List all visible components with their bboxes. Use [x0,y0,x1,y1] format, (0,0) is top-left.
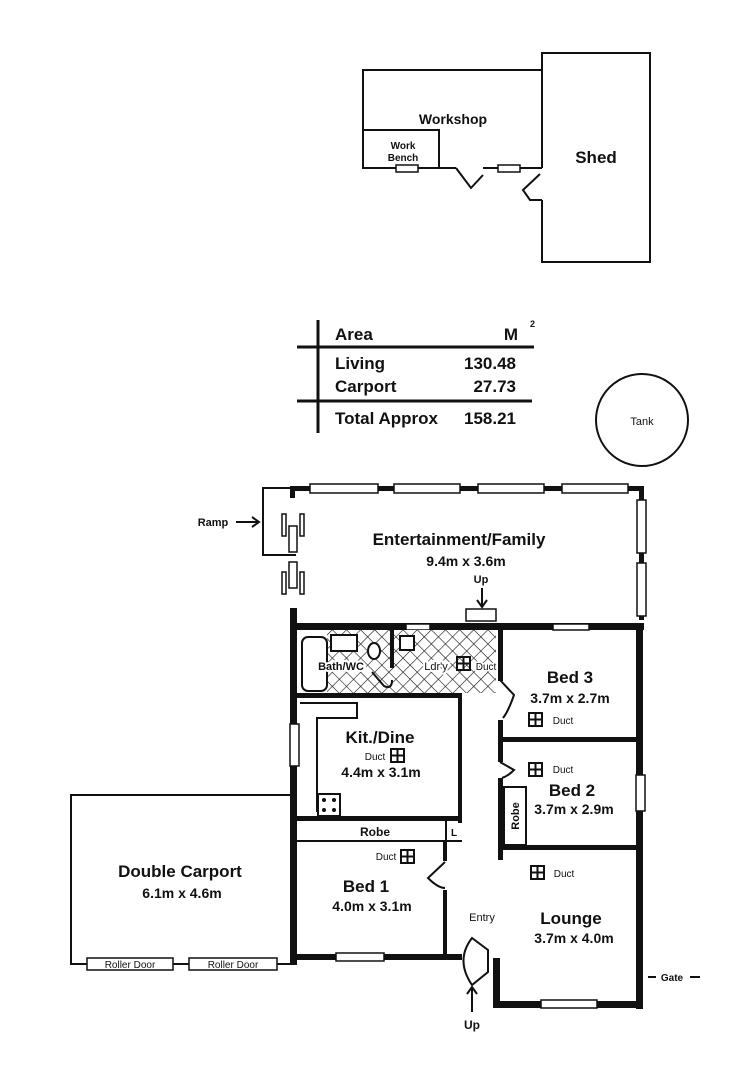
carport-name: Double Carport [118,862,242,881]
up-label-bottom: Up [464,1018,480,1032]
work-bench-label-2: Bench [388,153,419,164]
entertainment-name: Entertainment/Family [373,530,546,549]
duct-icon [390,748,405,763]
lounge-size: 3.7m x 4.0m [534,930,613,946]
shed: Shed [521,52,651,263]
trough [399,635,415,651]
duct-label: Duct [476,662,497,673]
bed3-name: Bed 3 [547,668,593,687]
area-total-value: 158.21 [464,409,516,428]
area-row-label: Carport [335,377,397,396]
arrows [236,516,700,1012]
vanity [330,634,358,652]
doors [371,671,516,987]
area-row-value: 27.73 [473,377,516,396]
bath-tub [301,636,328,692]
bed3-size: 3.7m x 2.7m [530,690,609,706]
tank-label: Tank [630,416,654,428]
duct-icon [400,849,415,864]
up-step [465,608,497,622]
duct-icon [528,712,543,727]
area-total-label: Total Approx [335,409,438,428]
door-swing [455,167,484,190]
carport-size: 6.1m x 4.6m [142,885,221,901]
area-header-unit-sup: 2 [530,319,535,329]
area-row-value: 130.48 [464,354,516,373]
duct-icon [528,762,543,777]
entry-label: Entry [469,912,495,924]
cooktop [317,793,341,817]
kitchen-size: 4.4m x 3.1m [341,764,420,780]
roller-door-label: Roller Door [105,960,156,971]
robe-bed2-label: Robe [510,802,522,830]
lounge-name: Lounge [540,909,601,928]
duct-label: Duct [553,765,574,776]
windows [289,483,647,1009]
bed2-name: Bed 2 [549,781,595,800]
door-swing [521,173,542,201]
bed2-size: 3.7m x 2.9m [534,801,613,817]
gate-label: Gate [661,973,684,984]
roller-door [188,957,278,971]
area-row-label: Living [335,354,385,373]
duct-label: Duct [554,869,575,880]
kitchen-name: Kit./Dine [346,728,415,747]
duct-label: Duct [553,716,574,727]
toilet [367,642,381,660]
ramp-markers [281,513,305,595]
work-bench-label-1: Work [391,141,416,152]
robe-bed2 [503,786,527,846]
shed-label: Shed [575,148,617,167]
window [497,164,521,173]
workshop-label: Workshop [419,111,487,127]
house-walls [262,486,644,1009]
roller-door [86,957,174,971]
duct-icon [456,656,471,671]
area-header-unit: M [504,325,518,344]
entertainment-size: 9.4m x 3.6m [426,553,505,569]
duct-label: Duct [365,752,386,763]
duct-label: Duct [376,852,397,863]
bed1-size: 4.0m x 3.1m [332,898,411,914]
window [395,164,419,173]
roller-door-label: Roller Door [208,960,259,971]
up-label-top: Up [474,574,489,586]
workshop: Workshop Work Bench [362,69,542,190]
area-table: Area M 2 Living 130.48 Carport 27.73 Tot… [297,319,535,433]
carport [70,794,290,971]
duct-icons [390,656,545,880]
ramp-label: Ramp [198,517,229,529]
tank: Tank [595,373,689,467]
duct-icon [530,865,545,880]
area-header-label: Area [335,325,373,344]
bath-label: Bath/WC [318,661,364,673]
robe-label: Robe [360,825,390,839]
bed1-name: Bed 1 [343,877,389,896]
laundry-label: Ldr'y [424,661,448,673]
linen-label: L [451,828,457,839]
room-labels: Entertainment/Family 9.4m x 3.6m Up Ramp… [105,517,684,1032]
